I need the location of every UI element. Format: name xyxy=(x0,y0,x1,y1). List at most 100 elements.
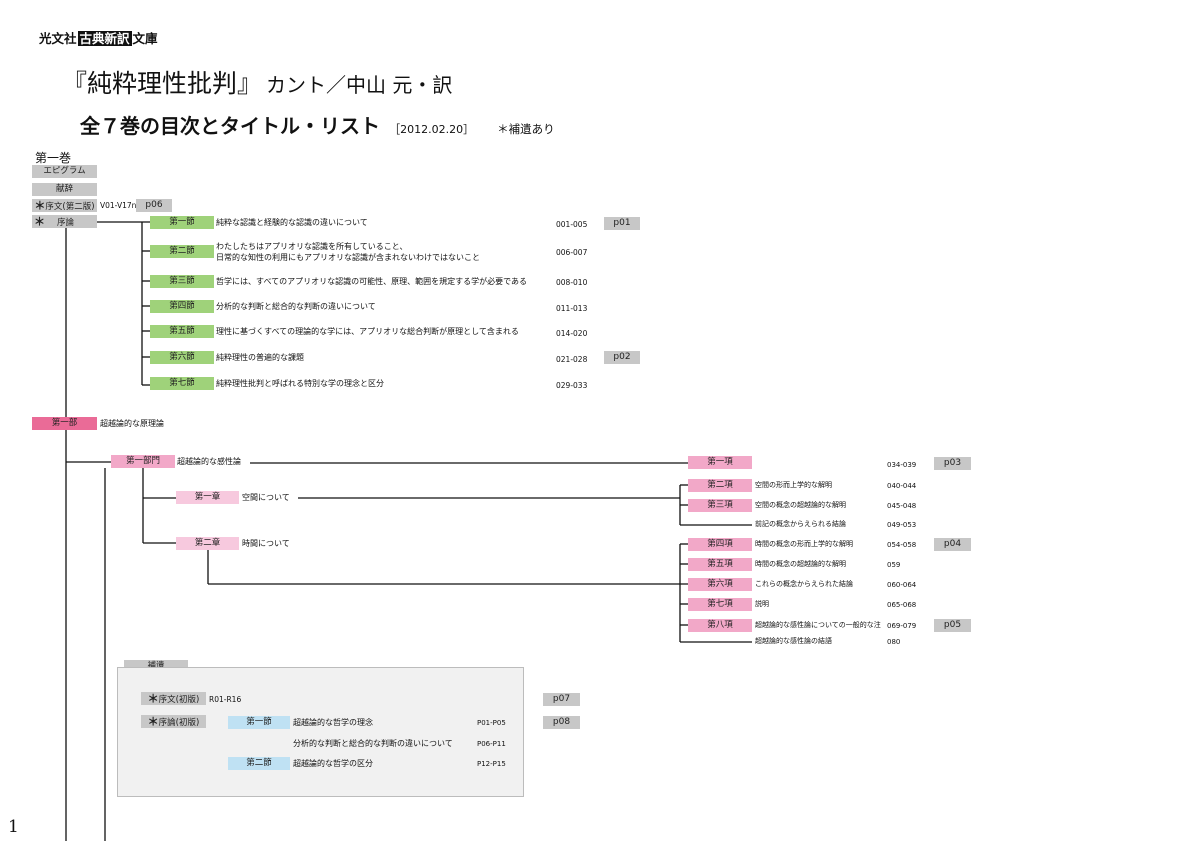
intro-section-range: 011-013 xyxy=(556,304,588,313)
supplement-preface-ref: R01-R16 xyxy=(209,695,242,704)
asterisk-mark: ＊ xyxy=(147,715,159,728)
supplement-section-label: 第一節 xyxy=(228,716,290,729)
supplement-intro-page: p08 xyxy=(543,716,580,729)
publisher-suffix: 文庫 xyxy=(132,31,158,46)
chapter-title: 時間について xyxy=(242,539,290,548)
division-label: 第一部門 xyxy=(111,455,175,468)
supplement-preface-text: 序文(初版) xyxy=(158,695,200,705)
item-range: 034-039 xyxy=(887,461,917,469)
item-label: 第六項 xyxy=(688,578,752,591)
item-range: 060-064 xyxy=(887,581,917,589)
intro-section-label: 第五節 xyxy=(150,325,214,338)
item-range: 049-053 xyxy=(887,521,917,529)
intro-section-range: 029-033 xyxy=(556,381,588,390)
heading-main: 全７巻の目次とタイトル・リスト xyxy=(80,114,380,138)
intro-section-title: わたしたちはアプリオリな認識を所有していること、 xyxy=(216,242,408,251)
intro-section-title: 分析的な判断と総合的な判断の違いについて xyxy=(216,302,376,311)
intro-section-label: 第四節 xyxy=(150,300,214,313)
item-title: 時間の概念の超越論的な解明 xyxy=(755,560,846,568)
epigram-label: エピグラム xyxy=(32,165,97,178)
supplement-section-title: 超越論的な哲学の理念 xyxy=(293,718,373,727)
supplement-preface-label: ＊序文(初版) xyxy=(141,692,206,705)
intro-section-title: 理性に基づくすべての理論的な学には、アプリオリな総合判断が原理として含まれる xyxy=(216,327,519,336)
book-author: カント／中山 元・訳 xyxy=(266,73,453,97)
intro-section-title: 純粋理性の普遍的な課題 xyxy=(216,353,304,362)
book-title: 『純粋理性批判』 xyxy=(62,69,263,98)
chapter-label: 第二章 xyxy=(176,537,239,550)
supplement-section-range: P06-P11 xyxy=(477,740,506,748)
item-range: 080 xyxy=(887,638,901,646)
publisher-logo: 光文社古典新訳文庫 xyxy=(39,28,158,47)
asterisk-mark: ＊ xyxy=(34,215,45,228)
intro-section-title: 純粋理性批判と呼ばれる特別な学の理念と区分 xyxy=(216,379,384,388)
supplement-section-title: 超越論的な哲学の区分 xyxy=(293,759,373,768)
intro-section-range: 014-020 xyxy=(556,329,588,338)
heading-note: ＊補遺あり xyxy=(497,122,555,136)
item-page: p04 xyxy=(934,538,971,551)
supplement-section-range: P12-P15 xyxy=(477,760,506,768)
item-title: 説明 xyxy=(755,600,769,608)
item-label: 第八項 xyxy=(688,619,752,632)
preface-page: p06 xyxy=(136,199,172,212)
intro-section-title-line2: 日常的な知性の利用にもアプリオリな認識が含まれないわけではないこと xyxy=(216,253,480,262)
intro-section-label: 第一節 xyxy=(150,216,214,229)
intro-section-label: 第二節 xyxy=(150,245,214,258)
supplement-preface-page: p07 xyxy=(543,693,580,706)
part-label: 第一部 xyxy=(32,417,97,430)
item-title: 超越論的な感性論についての一般的な注 xyxy=(755,621,881,629)
supplement-intro-text: 序論(初版) xyxy=(158,718,200,728)
page-number: 1 xyxy=(8,817,19,837)
item-label: 第一項 xyxy=(688,456,752,469)
dedication-label: 献辞 xyxy=(32,183,97,196)
item-title: 前記の概念からえられる結論 xyxy=(755,520,846,528)
heading-date: ［2012.02.20］ xyxy=(389,123,475,136)
item-range: 059 xyxy=(887,561,901,569)
intro-section-label: 第三節 xyxy=(150,275,214,288)
chapter-label: 第一章 xyxy=(176,491,239,504)
intro-text: 序論 xyxy=(57,218,75,228)
chapter-title: 空間について xyxy=(242,493,290,502)
supplement-intro-label: ＊序論(初版) xyxy=(141,715,206,728)
supplement-section-title: 分析的な判断と総合的な判断の違いについて xyxy=(293,739,453,748)
intro-section-page: p02 xyxy=(604,351,640,364)
preface-ref: V01-V17n xyxy=(100,201,137,210)
asterisk-mark: ＊ xyxy=(147,692,159,705)
item-range: 045-048 xyxy=(887,502,917,510)
intro-section-title: 哲学には、すべてのアプリオリな認識の可能性、原理、範囲を規定する学が必要である xyxy=(216,277,528,286)
book-title-line: 『純粋理性批判』カント／中山 元・訳 xyxy=(62,64,452,100)
volume-label: 第一巻 xyxy=(35,151,72,165)
item-title: 超越論的な感性論の結語 xyxy=(755,637,832,645)
intro-section-label: 第六節 xyxy=(150,351,214,364)
item-title: 空間の概念の超越論的な解明 xyxy=(755,501,846,509)
item-label: 第四項 xyxy=(688,538,752,551)
item-title: 時間の概念の形而上学的な解明 xyxy=(755,540,853,548)
division-title: 超越論的な感性論 xyxy=(177,457,241,466)
series-name: 古典新訳 xyxy=(77,31,132,46)
intro-label: ＊ 序論 xyxy=(32,215,97,228)
item-label: 第五項 xyxy=(688,558,752,571)
item-label: 第二項 xyxy=(688,479,752,492)
intro-section-range: 001-005 xyxy=(556,220,588,229)
page-heading: 全７巻の目次とタイトル・リスト ［2012.02.20］ ＊補遺あり xyxy=(80,110,555,139)
intro-section-title: 純粋な認識と経験的な認識の違いについて xyxy=(216,218,368,227)
intro-section-page: p01 xyxy=(604,217,640,230)
item-title: これらの概念からえられた結論 xyxy=(755,580,853,588)
preface-text: 序文(第二版) xyxy=(45,202,95,212)
asterisk-mark: ＊ xyxy=(34,199,46,212)
intro-section-range: 008-010 xyxy=(556,278,588,287)
publisher-name: 光文社 xyxy=(39,31,77,46)
item-range: 040-044 xyxy=(887,482,917,490)
intro-section-range: 006-007 xyxy=(556,248,588,257)
item-range: 065-068 xyxy=(887,601,917,609)
item-page: p05 xyxy=(934,619,971,632)
supplement-panel xyxy=(117,667,524,797)
supplement-section-range: P01-P05 xyxy=(477,719,506,727)
intro-section-range: 021-028 xyxy=(556,355,588,364)
part-title: 超越論的な原理論 xyxy=(100,419,164,428)
item-range: 069-079 xyxy=(887,622,917,630)
item-label: 第七項 xyxy=(688,598,752,611)
preface-label: ＊序文(第二版) xyxy=(32,199,97,212)
intro-section-label: 第七節 xyxy=(150,377,214,390)
item-label: 第三項 xyxy=(688,499,752,512)
